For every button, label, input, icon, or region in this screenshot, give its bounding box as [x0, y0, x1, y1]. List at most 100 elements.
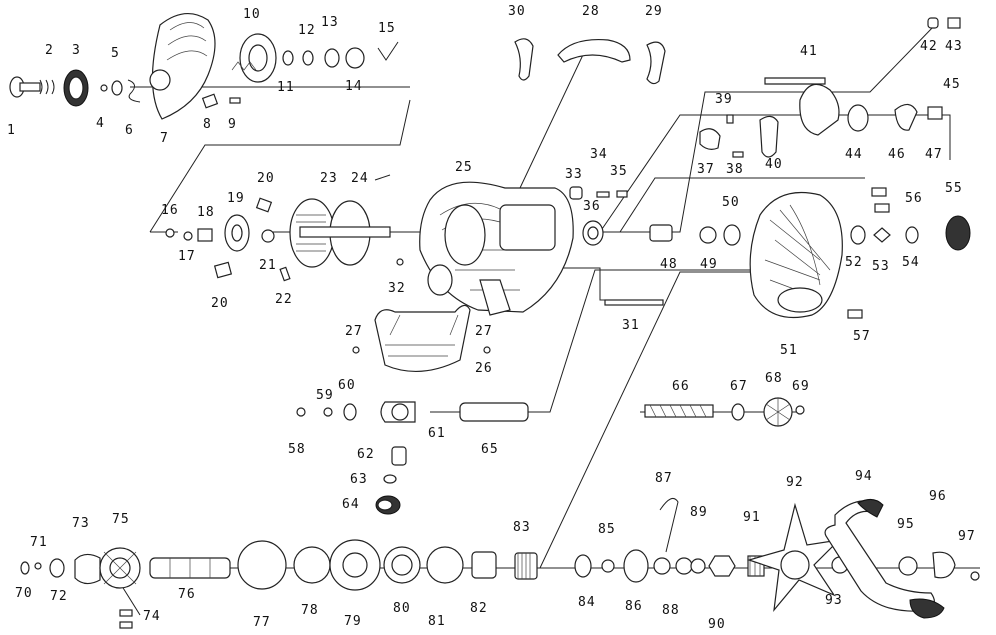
callout-label: 52	[845, 255, 863, 270]
callout-label: 94	[855, 469, 873, 484]
callout-label: 19	[227, 191, 245, 206]
callout-label: 10	[243, 7, 261, 22]
callout-label: 88	[662, 603, 680, 618]
callout-label: 11	[277, 80, 295, 95]
callout-label: 62	[357, 447, 375, 462]
callout-label: 97	[958, 529, 976, 544]
callout-label: 68	[765, 371, 783, 386]
callout-label: 45	[943, 77, 961, 92]
callout-label: 1	[7, 123, 16, 138]
callout-label: 4	[96, 116, 105, 131]
callout-label: 54	[902, 255, 920, 270]
callout-label: 70	[15, 586, 33, 601]
callout-label: 93	[825, 593, 843, 608]
callout-label: 53	[872, 259, 890, 274]
callout-label: 33	[565, 167, 583, 182]
callout-label: 84	[578, 595, 596, 610]
drive-train-group	[20, 497, 980, 629]
callout-label: 51	[780, 343, 798, 358]
callout-label: 95	[897, 517, 915, 532]
callout-label: 26	[475, 361, 493, 376]
part-51-side-plate	[749, 191, 843, 319]
part-26-thumb-bar	[374, 304, 471, 373]
callout-label: 55	[945, 181, 963, 196]
callout-label: 64	[342, 497, 360, 512]
callout-label: 40	[765, 157, 783, 172]
callout-label: 31	[622, 318, 640, 333]
callout-label: 48	[660, 257, 678, 272]
callout-label: 96	[929, 489, 947, 504]
callout-label: 42	[920, 39, 938, 54]
callout-label: 87	[655, 471, 673, 486]
callout-label: 30	[508, 4, 526, 19]
callout-label: 24	[351, 171, 369, 186]
callout-label: 60	[338, 378, 356, 393]
callout-label: 32	[388, 281, 406, 296]
callout-label: 85	[598, 522, 616, 537]
callout-label: 47	[925, 147, 943, 162]
callout-label: 69	[792, 379, 810, 394]
callout-label: 20	[257, 171, 275, 186]
callout-label: 92	[786, 475, 804, 490]
callout-label: 39	[715, 92, 733, 107]
callout-label: 16	[161, 203, 179, 218]
callout-label: 46	[888, 147, 906, 162]
callout-label: 66	[672, 379, 690, 394]
part-7-side-plate	[151, 13, 216, 120]
callout-label: 76	[178, 587, 196, 602]
callout-label: 20	[211, 296, 229, 311]
callout-label: 9	[228, 117, 237, 132]
callout-label: 27	[475, 324, 493, 339]
callout-label: 35	[610, 164, 628, 179]
callout-label: 58	[288, 442, 306, 457]
callout-label: 15	[378, 21, 396, 36]
callout-label: 14	[345, 79, 363, 94]
callout-label: 49	[700, 257, 718, 272]
callout-label: 73	[72, 516, 90, 531]
callout-label: 79	[344, 614, 362, 629]
callout-label: 74	[143, 609, 161, 624]
callout-label: 43	[945, 39, 963, 54]
callout-label: 38	[726, 162, 744, 177]
callout-label: 61	[428, 426, 446, 441]
callout-label: 80	[393, 601, 411, 616]
callout-label: 13	[321, 15, 339, 30]
callout-label: 89	[690, 505, 708, 520]
part-77	[237, 540, 287, 590]
callout-label: 67	[730, 379, 748, 394]
callout-label: 78	[301, 603, 319, 618]
callout-label: 44	[845, 147, 863, 162]
callout-label: 29	[645, 4, 663, 19]
callout-label: 17	[178, 249, 196, 264]
callout-label: 27	[345, 324, 363, 339]
part-28	[557, 38, 631, 63]
callout-label: 7	[160, 131, 169, 146]
callout-label: 41	[800, 44, 818, 59]
callout-label: 59	[316, 388, 334, 403]
callout-label: 56	[905, 191, 923, 206]
callout-label: 28	[582, 4, 600, 19]
callout-label: 37	[697, 162, 715, 177]
callout-label: 75	[112, 512, 130, 527]
callout-label: 21	[259, 258, 277, 273]
callout-label: 8	[203, 117, 212, 132]
side-plate-group	[649, 17, 971, 319]
frame-group	[352, 38, 666, 373]
callout-label: 25	[455, 160, 473, 175]
callout-label: 50	[722, 195, 740, 210]
callout-label: 57	[853, 329, 871, 344]
part-41	[799, 83, 840, 136]
callout-label: 90	[708, 617, 726, 632]
callout-label: 81	[428, 614, 446, 629]
callout-label: 18	[197, 205, 215, 220]
spool-group	[165, 174, 391, 282]
callout-label: 12	[298, 23, 316, 38]
callout-label: 91	[743, 510, 761, 525]
callout-label: 22	[275, 292, 293, 307]
callout-label: 86	[625, 599, 643, 614]
callout-label: 71	[30, 535, 48, 550]
callout-label: 82	[470, 601, 488, 616]
level-wind-group	[296, 397, 805, 515]
